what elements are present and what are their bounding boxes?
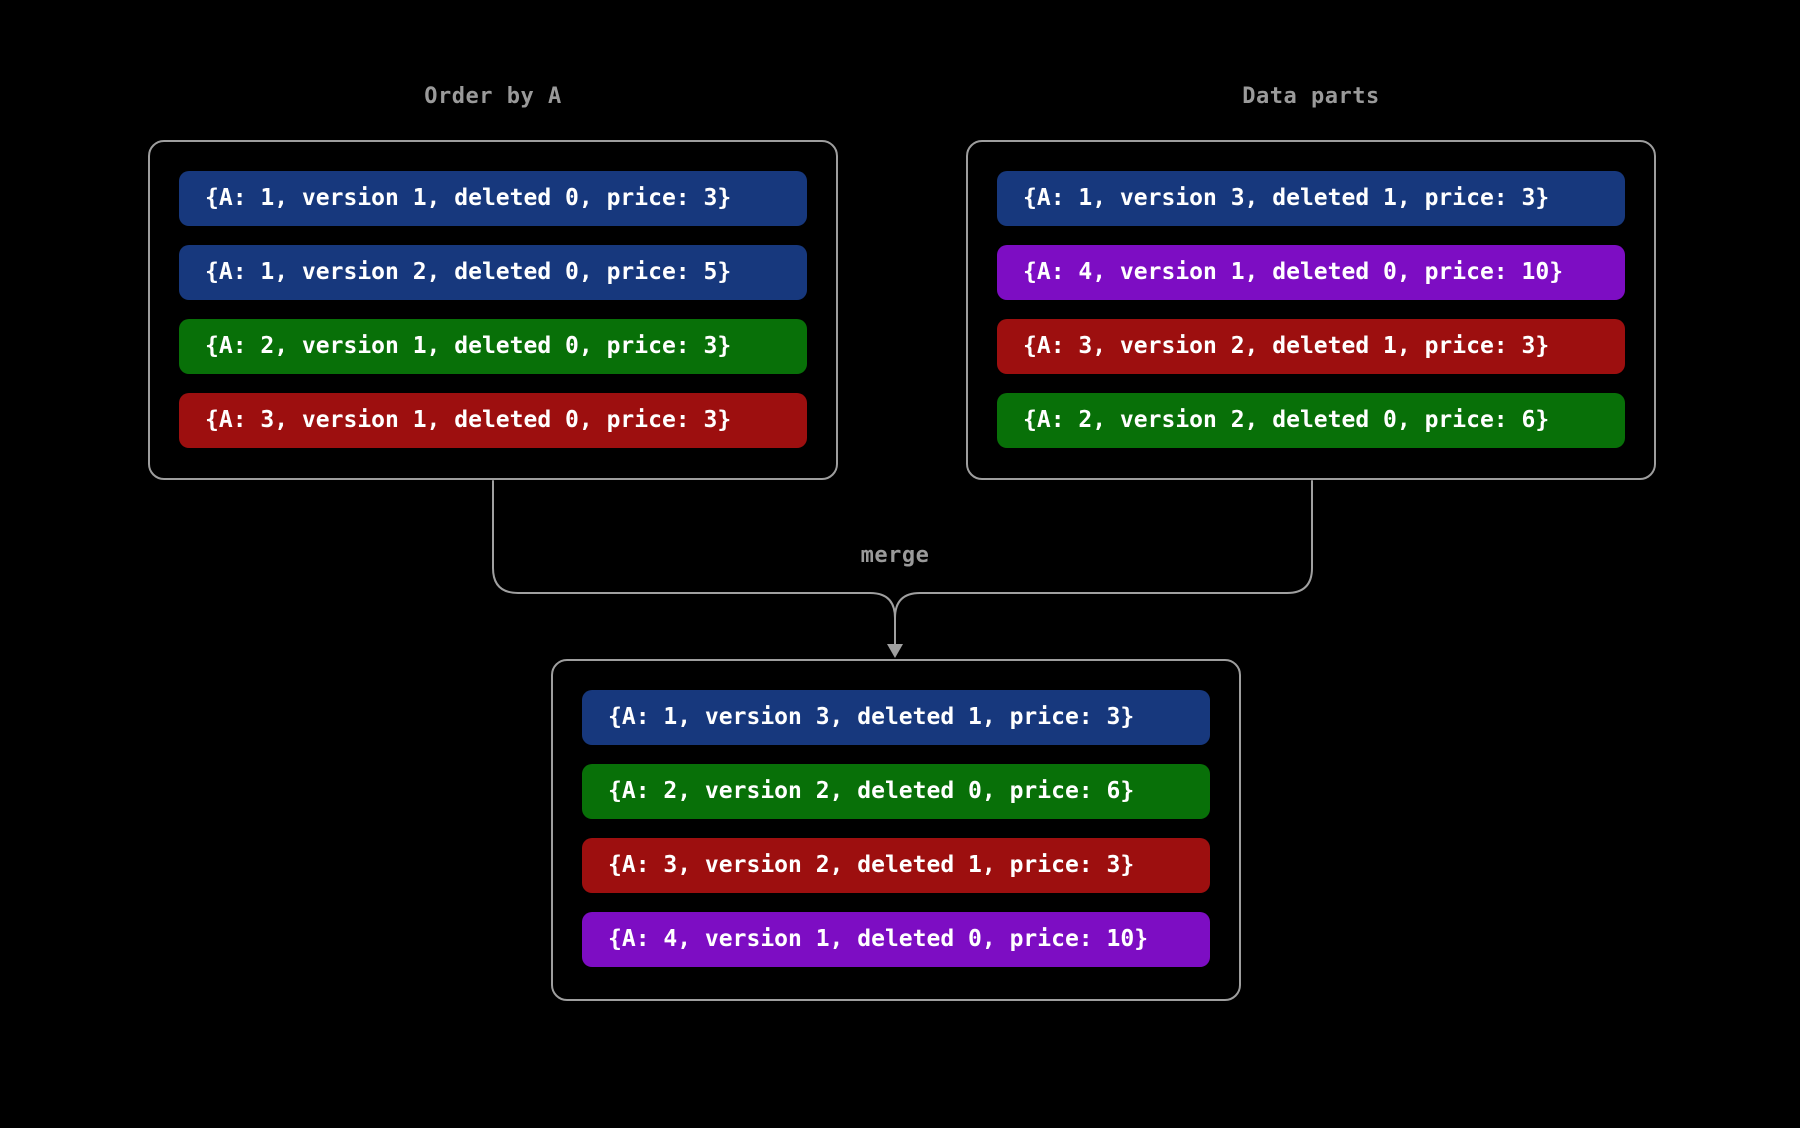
data-row: {A: 2, version 1, deleted 0, price: 3} xyxy=(179,319,807,374)
data-row: {A: 1, version 1, deleted 0, price: 3} xyxy=(179,171,807,226)
data-row: {A: 1, version 3, deleted 1, price: 3} xyxy=(997,171,1625,226)
data-row: {A: 4, version 1, deleted 0, price: 10} xyxy=(582,912,1210,967)
data-parts-title: Data parts xyxy=(1242,84,1380,109)
arrow-down-icon xyxy=(887,644,903,658)
data-row: {A: 3, version 1, deleted 0, price: 3} xyxy=(179,393,807,448)
data-row: {A: 4, version 1, deleted 0, price: 10} xyxy=(997,245,1625,300)
order-by-a-box: {A: 1, version 1, deleted 0, price: 3} {A… xyxy=(148,140,838,480)
data-row: {A: 2, version 2, deleted 0, price: 6} xyxy=(582,764,1210,819)
order-by-a-title: Order by A xyxy=(424,84,562,109)
data-row: {A: 3, version 2, deleted 1, price: 3} xyxy=(582,838,1210,893)
data-row: {A: 1, version 2, deleted 0, price: 5} xyxy=(179,245,807,300)
data-parts-box: {A: 1, version 3, deleted 1, price: 3} {A… xyxy=(966,140,1656,480)
data-row: {A: 2, version 2, deleted 0, price: 6} xyxy=(997,393,1625,448)
merge-label: merge xyxy=(860,543,930,568)
merged-result-box: {A: 1, version 3, deleted 1, price: 3} {A… xyxy=(551,659,1241,1001)
data-row: {A: 1, version 3, deleted 1, price: 3} xyxy=(582,690,1210,745)
data-row: {A: 3, version 2, deleted 1, price: 3} xyxy=(997,319,1625,374)
